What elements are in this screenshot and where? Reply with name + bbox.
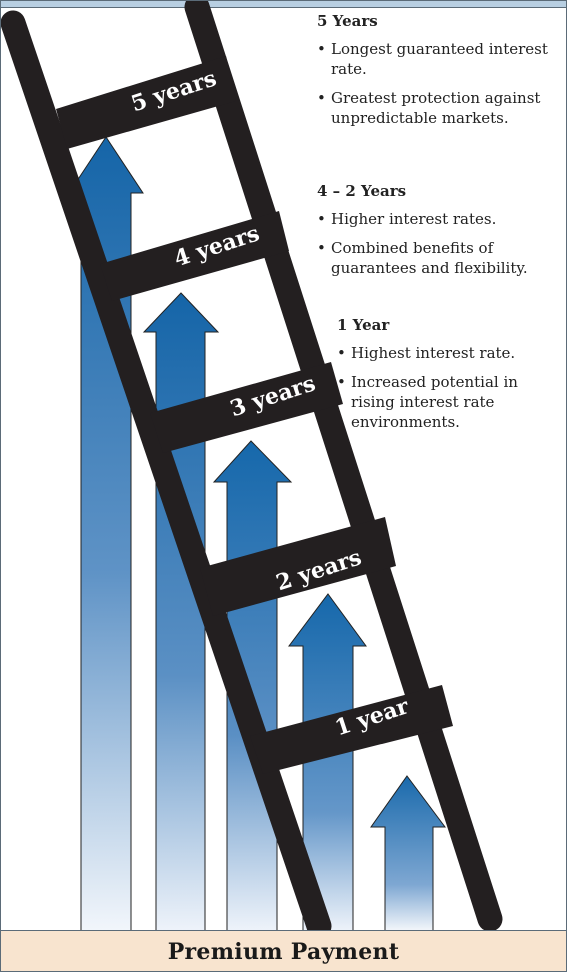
tier-heading: 4 – 2 Years: [317, 182, 407, 200]
rung-2-years: [200, 517, 396, 616]
tier-heading: 5 Years: [317, 12, 378, 30]
bullet-item: •Longest guaranteed interest rate.: [317, 40, 548, 78]
tier-5-years: 5 Years •Longest guaranteed interest rat…: [317, 11, 557, 137]
tier-4-2-years: 4 – 2 Years •Higher interest rates. •Com…: [317, 181, 557, 287]
rung-5-years: [56, 56, 236, 149]
footer-label: Premium Payment: [167, 938, 400, 965]
rung-3-years: [150, 362, 343, 453]
arrow-2-years: [288, 593, 367, 931]
bullet-item: •Increased potential in rising interest …: [337, 373, 518, 431]
ladder-right-rail: [184, 1, 503, 931]
arrow-1-year: [370, 775, 446, 931]
bullet-item: •Greatest protection against unpredictab…: [317, 89, 541, 127]
bullet-item: •Highest interest rate.: [337, 344, 516, 362]
tier-1-year: 1 Year •Highest interest rate. •Increase…: [337, 315, 547, 441]
rung-1-year: [250, 685, 453, 774]
top-bar: [1, 1, 566, 8]
ladder-diagram: 5 years 4 years 3 years 2 years 1 year: [1, 1, 503, 931]
premium-payment-footer: Premium Payment: [1, 930, 566, 971]
bullet-item: •Combined benefits of guarantees and fle…: [317, 239, 528, 277]
ladder-left-rail: [1, 10, 332, 931]
tier-heading: 1 Year: [337, 316, 390, 334]
rung-4-years: [100, 211, 289, 301]
bullet-item: •Higher interest rates.: [317, 210, 497, 228]
